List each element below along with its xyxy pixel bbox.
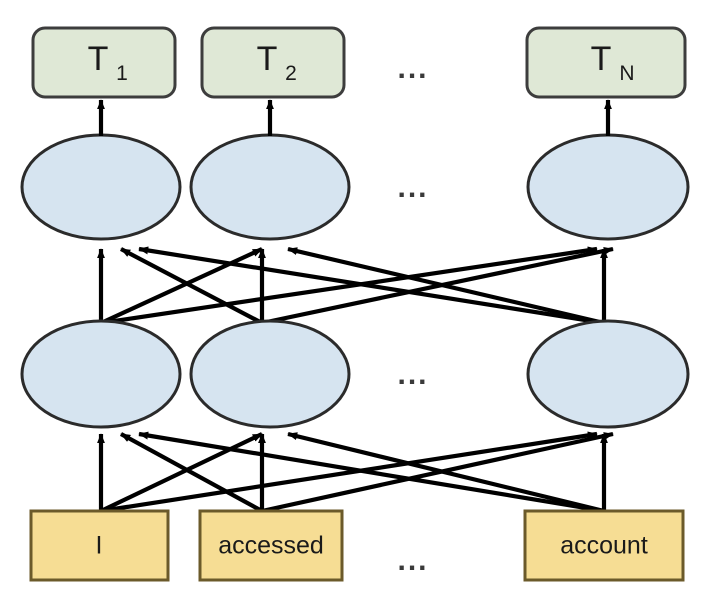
edge-h1b-h2a (120, 247, 263, 325)
input-node-1[interactable]: I (29, 509, 170, 582)
edge-inN-h1b (287, 431, 605, 514)
output-sublabel-n: N (619, 62, 634, 85)
edge-inN-h1a (138, 431, 605, 514)
output-node-tn[interactable]: T N (525, 26, 687, 99)
output-layer: T 1 T 2 T N ... (31, 26, 687, 99)
edge-h1N-h2a (138, 246, 605, 326)
hidden-layer-2-ellipsis: ... (397, 171, 428, 204)
edge-in2-h1a (119, 432, 264, 513)
input-box-1[interactable] (29, 509, 170, 582)
output-node-t1[interactable]: T 1 (31, 26, 177, 99)
input-node-n[interactable]: account (523, 509, 685, 582)
hidden-node-h2-n[interactable] (526, 133, 690, 241)
output-sublabel-1: 1 (116, 62, 128, 85)
hidden-node-h1-2[interactable] (189, 319, 351, 429)
edge-h1a-h2b (100, 247, 263, 325)
output-label-n: T (591, 40, 612, 78)
input-box-2[interactable] (198, 509, 344, 582)
output-label-1: T (88, 40, 109, 78)
edge-h1N-h2b (287, 246, 605, 326)
output-node-t2[interactable]: T 2 (200, 26, 346, 99)
input-label-1: I (96, 532, 103, 560)
hidden-node-h1-1[interactable] (20, 319, 182, 429)
hidden-node-h1-n[interactable] (526, 319, 690, 429)
edges-hidden1-to-hidden2 (97, 246, 614, 326)
output-box-1[interactable] (31, 26, 177, 99)
hidden-node-h2-1[interactable] (20, 133, 182, 241)
edge-in1-h1b (100, 432, 263, 513)
input-layer-ellipsis: ... (397, 544, 428, 577)
hidden-node-h2-2[interactable] (189, 133, 351, 241)
output-box-n[interactable] (525, 26, 687, 99)
edges-hidden2-to-output (97, 99, 612, 136)
edges-input-to-hidden1 (97, 431, 614, 514)
edge-h1a-h2c (100, 246, 598, 326)
hidden-layer-1: ... (20, 319, 690, 429)
hidden-layer-2: ... (20, 133, 690, 241)
input-label-n: account (560, 532, 648, 560)
input-node-2[interactable]: accessed (198, 509, 344, 582)
output-sublabel-2: 2 (285, 62, 297, 85)
output-label-2: T (257, 40, 278, 78)
input-box-n[interactable] (523, 509, 685, 582)
edge-in1-h1c (100, 431, 598, 514)
hidden-layer-1-ellipsis: ... (397, 358, 428, 391)
output-layer-ellipsis: ... (397, 52, 428, 85)
output-box-2[interactable] (200, 26, 346, 99)
input-label-2: accessed (218, 532, 324, 560)
input-layer: I accessed account ... (29, 509, 685, 582)
